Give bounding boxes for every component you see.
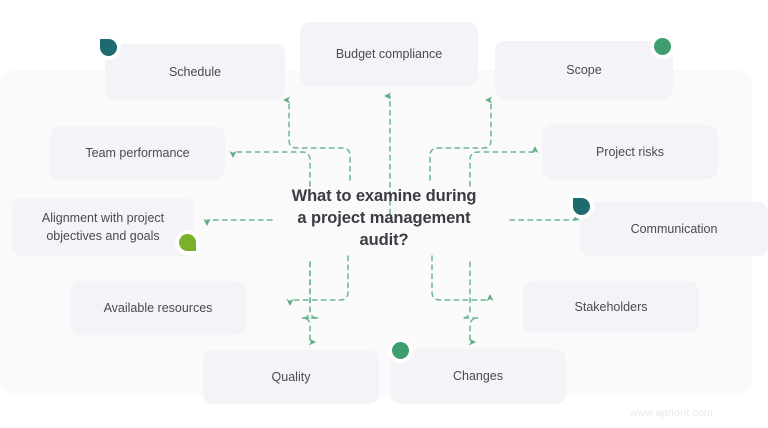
communication-accent-dot <box>573 198 590 215</box>
node-schedule[interactable]: Schedule <box>105 44 285 100</box>
node-changes-label: Changes <box>452 369 504 384</box>
node-budget-label: Budget compliance <box>335 46 443 61</box>
node-quality[interactable]: Quality <box>203 350 379 404</box>
node-stakeholders-label: Stakeholders <box>574 299 648 314</box>
node-resources-label: Available resources <box>103 300 213 315</box>
center-title-line-2: a project management <box>297 208 471 227</box>
watermark: www.apriorit.com <box>629 407 713 419</box>
node-changes[interactable]: Changes <box>390 349 566 404</box>
node-communication[interactable]: Communication <box>580 202 768 256</box>
alignment-accent-dot <box>179 234 196 251</box>
node-team[interactable]: Team performance <box>50 126 225 180</box>
node-resources[interactable]: Available resources <box>70 281 246 335</box>
center-title-line-1: What to examine during <box>291 187 477 205</box>
node-scope-label: Scope <box>566 63 602 78</box>
schedule-accent-dot <box>100 39 117 56</box>
node-alignment[interactable]: Alignment with project objectives and go… <box>12 198 194 256</box>
center-title: What to examine during a project managem… <box>264 186 504 252</box>
scope-accent-dot <box>654 38 671 55</box>
changes-accent-dot <box>392 342 409 359</box>
node-stakeholders[interactable]: Stakeholders <box>523 281 699 333</box>
node-schedule-label: Schedule <box>168 64 222 79</box>
node-scope[interactable]: Scope <box>495 41 673 100</box>
node-quality-label: Quality <box>271 369 311 384</box>
center-title-line-3: audit? <box>359 230 409 249</box>
node-alignment-label-line2: objectives and goals <box>46 229 160 243</box>
node-communication-label: Communication <box>630 221 718 236</box>
node-risks[interactable]: Project risks <box>542 125 718 179</box>
node-budget[interactable]: Budget compliance <box>300 22 478 86</box>
node-team-label: Team performance <box>85 145 190 160</box>
node-alignment-label-line1: Alignment with project <box>41 210 165 225</box>
node-risks-label: Project risks <box>595 144 665 159</box>
